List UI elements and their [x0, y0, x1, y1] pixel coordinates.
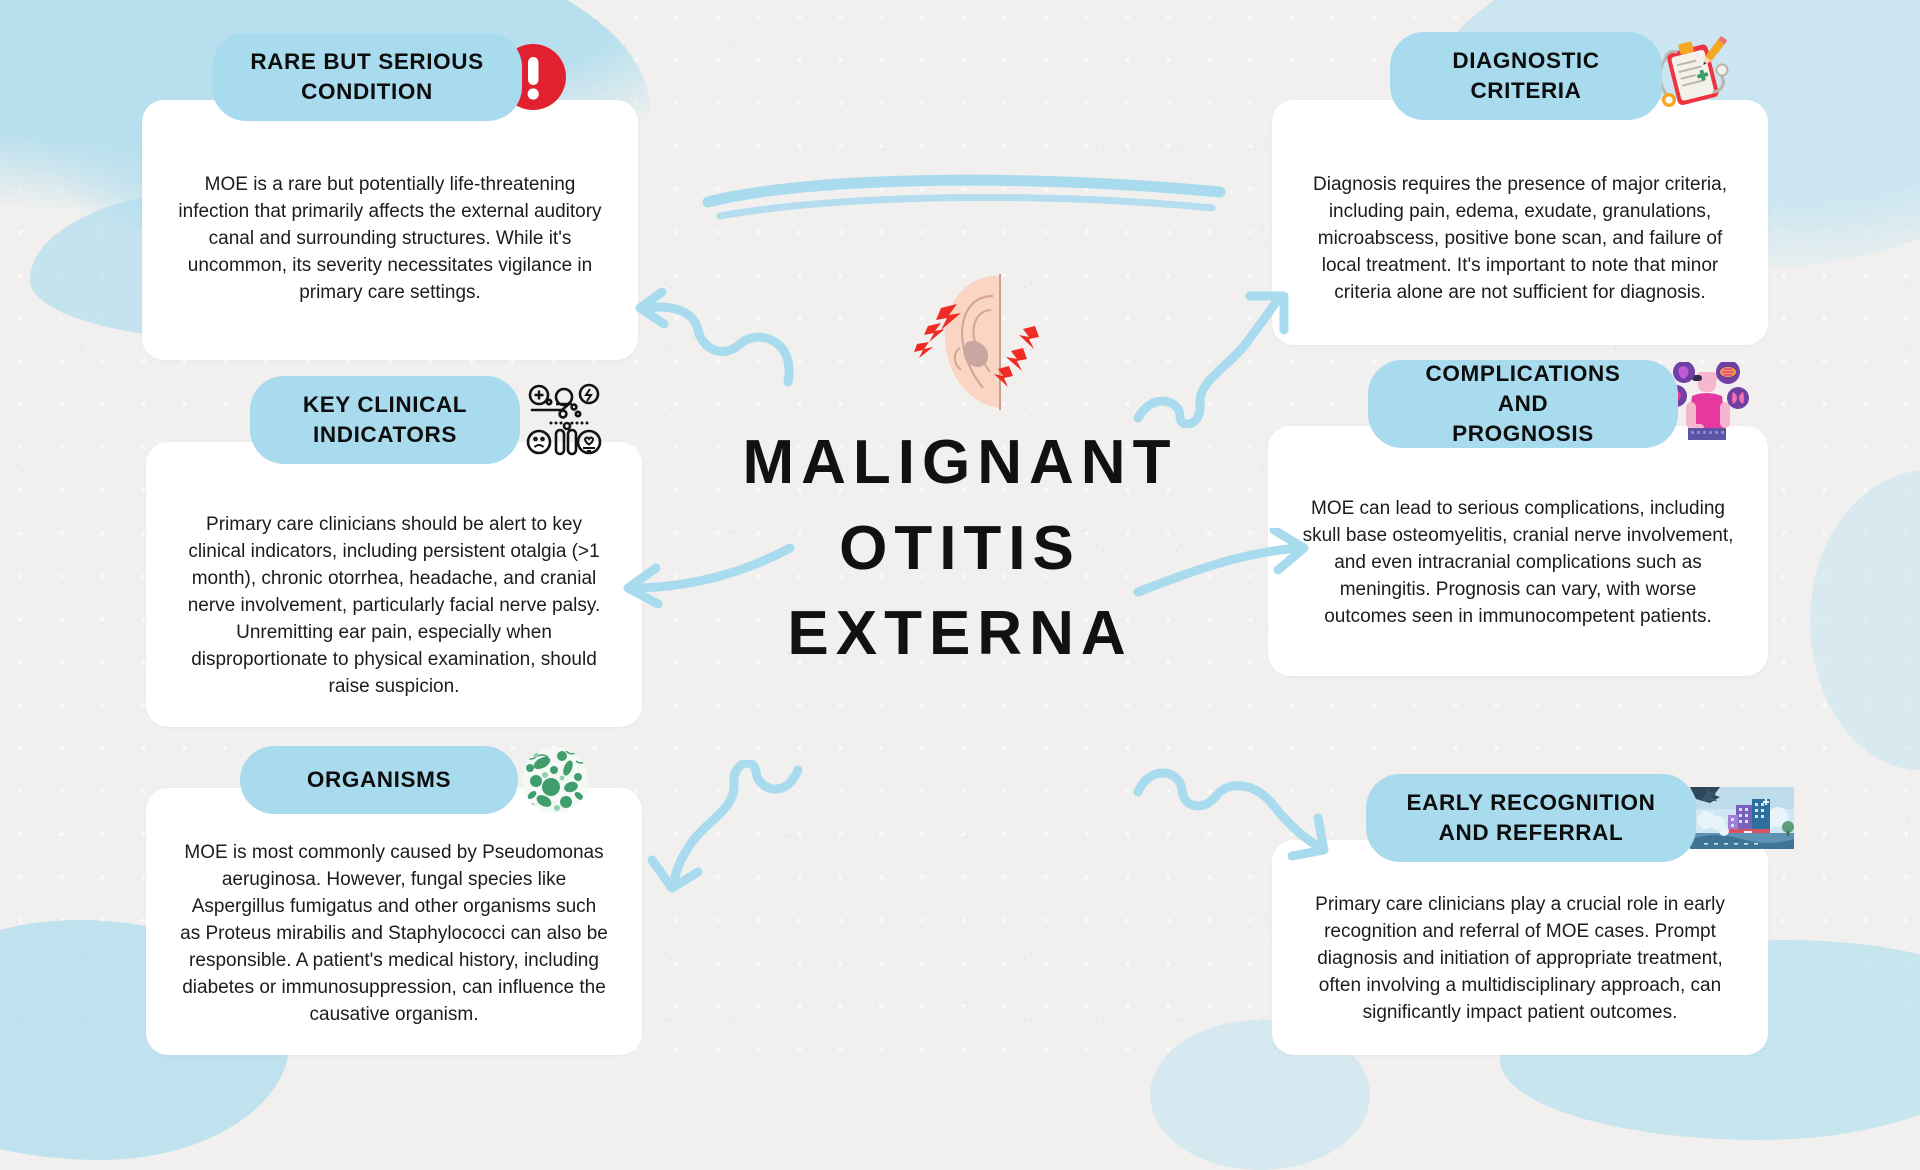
- card-heading-early-recognition-and-referral: EARLY RECOGNITION AND REFERRAL: [1406, 790, 1656, 845]
- card-header-rare-but-serious-condition[interactable]: RARE BUT SERIOUS CONDITION: [212, 33, 570, 121]
- card-text-complications-and-prognosis: MOE can lead to serious complications, i…: [1302, 498, 1734, 627]
- card-text-key-clinical-indicators: Primary care clinicians should be alert …: [187, 514, 601, 697]
- blue-brush-stroke: [702, 174, 1226, 220]
- card-body-early-recognition-and-referral: Primary care clinicians play a crucial r…: [1272, 840, 1768, 1055]
- card-organisms[interactable]: MOE is most commonly caused by Pseudomon…: [146, 746, 642, 1055]
- page-title: MALIGNANT OTITIS EXTERNA: [690, 420, 1230, 677]
- clinical-indicators-icon: [526, 383, 602, 456]
- squiggly-arrow-left-bottom: [647, 760, 803, 893]
- card-key-clinical-indicators[interactable]: Primary care clinicians should be alert …: [146, 376, 642, 727]
- card-complications-and-prognosis[interactable]: MOE can lead to serious complications, i…: [1268, 360, 1768, 676]
- card-heading-diagnostic-criteria: DIAGNOSTIC CRITERIA: [1452, 48, 1600, 103]
- card-body-key-clinical-indicators: Primary care clinicians should be alert …: [146, 442, 642, 727]
- card-body-rare-but-serious-condition: MOE is a rare but potentially life-threa…: [142, 100, 638, 360]
- card-text-organisms: MOE is most commonly caused by Pseudomon…: [180, 842, 608, 1025]
- card-text-diagnostic-criteria: Diagnosis requires the presence of major…: [1313, 174, 1727, 303]
- card-header-complications-and-prognosis[interactable]: COMPLICATIONS AND PROGNOSIS: [1368, 360, 1750, 448]
- microbes-icon: [522, 747, 588, 813]
- card-early-recognition-and-referral[interactable]: Primary care clinicians play a crucial r…: [1272, 774, 1794, 1055]
- card-body-organisms: MOE is most commonly caused by Pseudomon…: [146, 788, 642, 1055]
- card-header-diagnostic-criteria[interactable]: DIAGNOSTIC CRITERIA: [1390, 32, 1734, 120]
- page-title-line-3: EXTERNA: [787, 599, 1133, 669]
- clipboard-stethoscope-icon: [1658, 36, 1729, 107]
- card-text-rare-but-serious-condition: MOE is a rare but potentially life-threa…: [178, 174, 602, 303]
- card-diagnostic-criteria[interactable]: Diagnosis requires the presence of major…: [1272, 32, 1768, 345]
- card-header-organisms[interactable]: ORGANISMS: [240, 743, 592, 817]
- card-heading-organisms: ORGANISMS: [306, 767, 452, 793]
- page-title-line-1: MALIGNANT: [742, 428, 1178, 497]
- card-header-early-recognition-and-referral[interactable]: EARLY RECOGNITION AND REFERRAL: [1366, 774, 1794, 862]
- page-title-line-2: OTITIS: [839, 513, 1081, 583]
- card-heading-key-clinical-indicators: KEY CLINICAL INDICATORS: [302, 392, 468, 447]
- card-header-key-clinical-indicators[interactable]: KEY CLINICAL INDICATORS: [250, 376, 602, 464]
- hospital-building-icon: [1690, 787, 1794, 849]
- card-body-diagnostic-criteria: Diagnosis requires the presence of major…: [1272, 100, 1768, 345]
- card-heading-complications-and-prognosis: COMPLICATIONS AND PROGNOSIS: [1425, 361, 1621, 446]
- card-rare-but-serious-condition[interactable]: MOE is a rare but potentially life-threa…: [142, 33, 638, 360]
- squiggly-arrow-left-top: [635, 287, 794, 387]
- card-heading-rare-but-serious-condition: RARE BUT SERIOUS CONDITION: [250, 49, 484, 104]
- card-body-complications-and-prognosis: MOE can lead to serious complications, i…: [1268, 426, 1768, 676]
- ear-with-pain-icon: [914, 274, 1039, 410]
- card-text-early-recognition-and-referral: Primary care clinicians play a crucial r…: [1315, 894, 1725, 1023]
